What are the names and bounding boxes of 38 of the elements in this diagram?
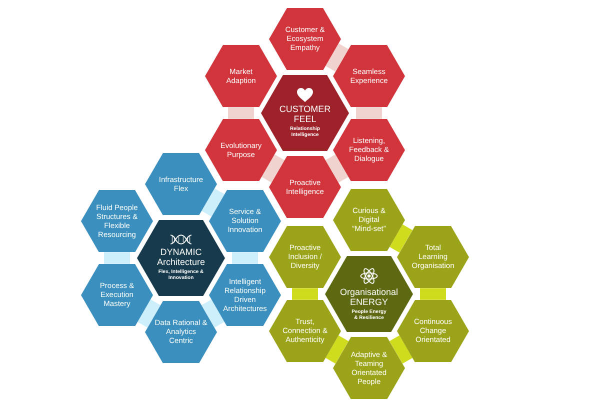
link-band — [232, 252, 258, 264]
hexagon-tile — [209, 190, 281, 252]
link-band — [325, 154, 349, 183]
link-band — [325, 43, 349, 72]
tile-title: Organisational ENERGY — [338, 286, 400, 307]
hexagon-tile — [205, 44, 277, 108]
tile-title: DYNAMIC Architecture — [156, 247, 206, 268]
link-band — [228, 107, 254, 119]
hexagon-tile — [137, 220, 225, 296]
hexagon-tile — [333, 188, 405, 252]
link-band — [104, 252, 130, 264]
link-band — [420, 288, 446, 300]
link-band — [389, 335, 413, 364]
hexagon-tile — [269, 8, 341, 70]
tile-title: CUSTOMER FEEL — [278, 104, 332, 124]
hexagon-tile — [81, 264, 153, 326]
hexagon-tile — [269, 156, 341, 218]
hexagon-tile — [333, 336, 405, 400]
hexagon-tile — [145, 300, 217, 364]
hexagon-tile — [209, 264, 281, 326]
hexagon-tile — [333, 118, 405, 182]
hexagon-tile — [145, 152, 217, 216]
hexagon-tile — [397, 300, 469, 362]
link-band — [201, 299, 225, 328]
hexagon-tile — [81, 190, 153, 252]
link-band — [356, 107, 382, 119]
link-band — [137, 299, 161, 328]
hexagon-tile — [261, 74, 349, 152]
link-band — [389, 224, 413, 253]
link-band — [261, 154, 285, 183]
link-band — [201, 188, 225, 217]
hexagon-tile — [269, 226, 341, 288]
link-band — [325, 335, 349, 364]
link-band — [292, 288, 318, 300]
hexagon-tile — [269, 300, 341, 362]
hexagon-tile — [333, 44, 405, 108]
hexagon-tile — [205, 118, 277, 182]
hexagon-tile — [397, 226, 469, 288]
